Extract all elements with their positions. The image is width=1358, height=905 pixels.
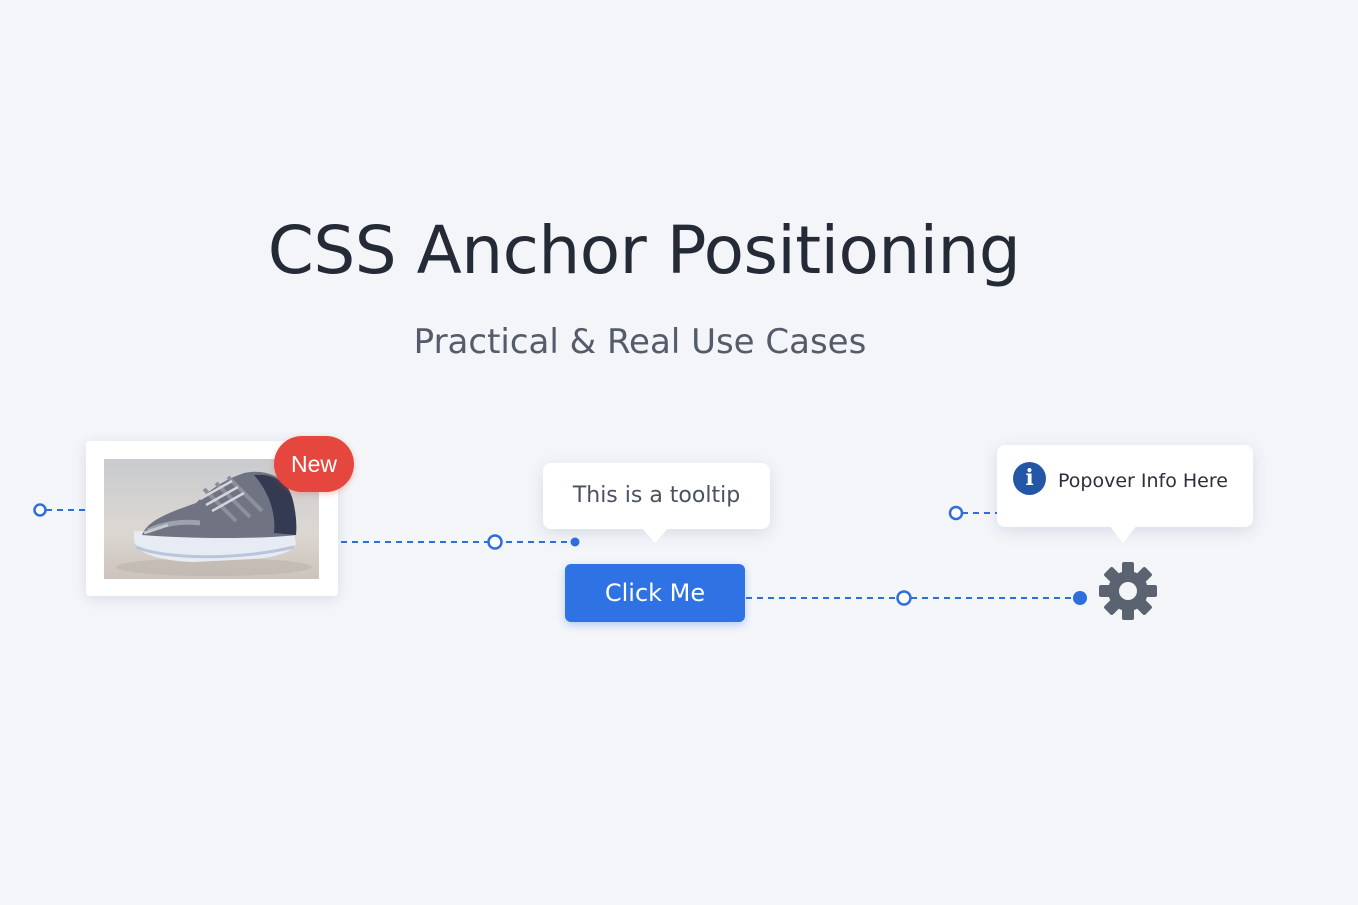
popover-text: Popover Info Here [1058,470,1228,492]
popover: i Popover Info Here [997,445,1253,543]
new-badge: New [274,436,354,492]
page-subtitle: Practical & Real Use Cases [413,322,867,362]
anchor-dot-tooltip [570,537,580,547]
tooltip-text: This is a tooltip [572,483,741,508]
anchor-dot-gear [1073,591,1087,605]
click-me-button[interactable]: Click Me [565,564,745,622]
anchor-ring-popover [948,505,964,521]
anchor-ring-product-left [33,503,47,517]
page-title: CSS Anchor Positioning [267,212,1021,289]
sneaker-image [104,459,319,579]
anchor-ring-button-gear [896,590,912,606]
gear-icon[interactable] [1098,561,1158,621]
tooltip: This is a tooltip [543,463,770,543]
info-icon: i [1013,462,1046,495]
anchor-ring-product-tooltip [487,534,503,550]
